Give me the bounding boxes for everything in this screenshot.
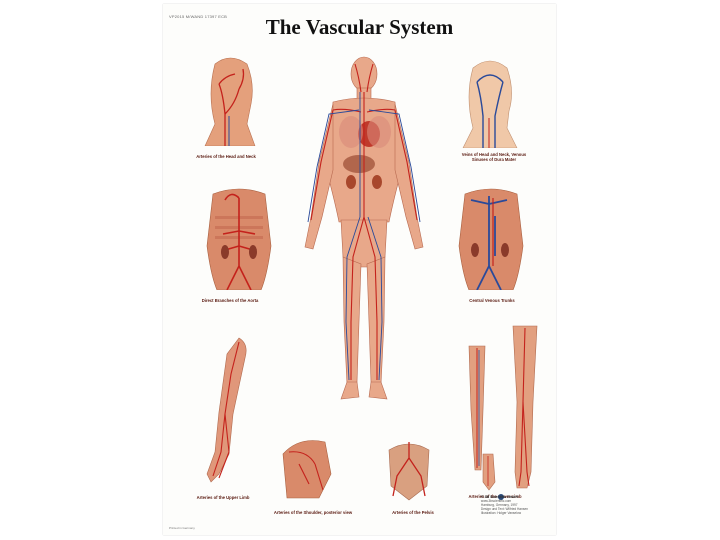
publisher-line-2: Hamburg, Germany, 1997: [480, 503, 518, 507]
head-neck-arteries-illustration: [204, 57, 256, 146]
publisher-brand: © 3B Scientific GmbH: [480, 495, 518, 499]
caption-head-neck-veins-1: Veins of Head and Neck, Venous: [461, 152, 527, 157]
caption-venous-trunks: Central Venous Trunks: [469, 298, 515, 303]
anatomy-poster: VP2015 M/WAND 17397 ECB The Vascular Sys…: [163, 4, 556, 535]
aorta-branches-illustration: [206, 188, 272, 290]
caption-head-neck-veins-2: Sinuses of Dura Mater: [471, 157, 517, 162]
venous-trunks-illustration: [458, 188, 524, 290]
publisher-line-1: www.3bscientific.com: [480, 499, 512, 503]
poster-title: The Vascular System: [265, 15, 454, 39]
caption-lower-limb: Arteries of the Lower Limb: [468, 494, 522, 499]
caption-pelvis: Arteries of the Pelvis: [392, 510, 434, 515]
printed-note: Printed in Germany: [169, 526, 195, 530]
caption-head-neck-arteries: Arteries of the Head and Neck: [196, 154, 256, 159]
pelvis-illustration: [388, 442, 430, 501]
publisher-logo-icon: [498, 494, 504, 500]
shoulder-illustration: [282, 440, 332, 499]
upper-limb-illustration: [206, 337, 247, 483]
publisher-info: © 3B Scientific GmbH www.3bscientific.co…: [481, 495, 528, 515]
lower-limb-anterior-illustration: [512, 325, 538, 489]
head-neck-veins-illustration: [462, 60, 518, 148]
foot-illustration: [482, 453, 496, 491]
publisher-line-3: Design und Text: Wilfried Hansen: [480, 507, 528, 511]
publisher-line-4: Illustration: Holger Vanselow: [480, 511, 522, 515]
caption-shoulder: Arteries of the Shoulder, posterior view: [273, 510, 353, 515]
caption-upper-limb: Arteries of the Upper Limb: [196, 495, 250, 500]
full-body-illustration: [304, 56, 424, 400]
caption-aorta: Direct Branches of the Aorta: [201, 298, 259, 303]
lower-limb-posterior-illustration: [468, 345, 486, 471]
product-code: VP2015 M/WAND 17397 ECB: [169, 14, 228, 19]
